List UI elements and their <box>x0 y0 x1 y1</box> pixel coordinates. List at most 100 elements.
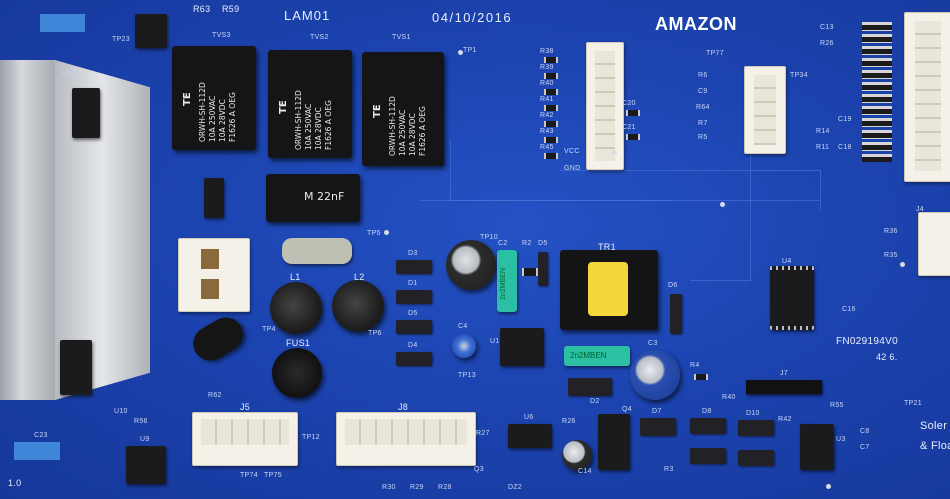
connector-vertical <box>586 42 624 170</box>
label-r62: R62 <box>208 392 222 399</box>
label-u10: U10 <box>114 408 128 415</box>
label-c4: C4 <box>458 323 468 330</box>
board-date-label: 04/10/2016 <box>432 10 513 25</box>
resistor <box>544 105 558 111</box>
relay-rating-1: 10A 250VAC <box>208 95 217 142</box>
label-tp13: TP13 <box>458 372 476 379</box>
label-tp77: TP77 <box>706 50 724 57</box>
label-j7: J7 <box>780 370 788 377</box>
label-r26: R26 <box>820 40 834 47</box>
label-r36: R36 <box>884 228 898 235</box>
connector-pins <box>595 51 615 161</box>
connector-j4 <box>918 212 950 276</box>
label-c13: C13 <box>820 24 834 31</box>
label-r7: R7 <box>698 120 708 127</box>
label-d6: D6 <box>668 282 678 289</box>
transformer-core <box>588 262 628 316</box>
resistor <box>544 57 558 63</box>
label-r40: R40 <box>540 80 554 87</box>
label-c2: C2 <box>498 240 508 247</box>
label-c16: C16 <box>842 306 856 313</box>
label-r14: R14 <box>816 128 830 135</box>
relay-model: ORWH-SH-112D <box>388 96 397 156</box>
label-tr1: TR1 <box>598 242 616 252</box>
label-r41: R41 <box>540 96 554 103</box>
connector-j8 <box>336 412 476 466</box>
power-transistor <box>72 88 100 138</box>
film-capacitor: M 22nF <box>266 174 360 222</box>
label-r40b: R40 <box>722 394 736 401</box>
ic-chip <box>135 14 167 48</box>
capacitor-c14 <box>562 440 592 470</box>
relay-rating-2: 10A 28VDC <box>314 107 323 150</box>
label-r45: R45 <box>540 144 554 151</box>
inductor-l1 <box>270 282 322 334</box>
connector-pin <box>201 279 219 299</box>
label-r42b: R42 <box>778 416 792 423</box>
label-d3: D3 <box>408 250 418 257</box>
label-gnd: GND <box>564 165 581 172</box>
connector-pins <box>915 21 941 171</box>
connector-pin <box>201 249 219 269</box>
label-tp10: TP10 <box>480 234 498 241</box>
label-u1: U1 <box>490 338 500 345</box>
relay-model: ORWH-SH-112D <box>198 82 207 142</box>
transformer <box>560 250 658 330</box>
relay-2: TE ORWH-SH-112D 10A 250VAC 10A 28VDC F16… <box>268 50 352 158</box>
resistor-r4 <box>694 374 708 380</box>
label-r43: R43 <box>540 128 554 135</box>
ic-u1 <box>500 328 544 366</box>
label-tp12: TP12 <box>302 434 320 441</box>
label-q3: Q3 <box>474 466 484 473</box>
test-point <box>384 230 389 235</box>
test-point <box>900 262 905 267</box>
small-code: 42 6. <box>876 352 898 362</box>
label-tp75: TP75 <box>264 472 282 479</box>
connector-j5 <box>192 412 298 466</box>
label-tp74: TP74 <box>240 472 258 479</box>
label-r63: R63 <box>193 4 211 14</box>
test-point <box>458 50 463 55</box>
film-cap-label: M 22nF <box>304 190 345 203</box>
label-j8: J8 <box>398 402 409 412</box>
label-c14: C14 <box>578 468 592 475</box>
relay-rating-1: 10A 250VAC <box>398 109 407 156</box>
label-r64: R64 <box>696 104 710 111</box>
label-q4: Q4 <box>622 406 632 413</box>
label-r6: R6 <box>698 72 708 79</box>
diode <box>690 448 726 464</box>
label-r35: R35 <box>884 252 898 259</box>
label-r59: R59 <box>222 4 240 14</box>
smd-chip <box>204 178 224 218</box>
label-relay-3: TVS1 <box>392 34 411 41</box>
label-dz2: DZ2 <box>508 484 523 491</box>
heatsink <box>0 60 55 400</box>
power-transistor <box>60 340 92 395</box>
diode-d8 <box>690 418 726 434</box>
diode-d1 <box>396 290 432 304</box>
blue-ceramic-cap <box>14 442 60 460</box>
relay-1: TE ORWH-SH-112D 10A 250VAC 10A 28VDC F16… <box>172 46 256 150</box>
label-l1: L1 <box>290 272 301 282</box>
relay-rating-1: 10A 250VAC <box>304 103 313 150</box>
pin-header-j7 <box>746 380 822 394</box>
resistor-r2 <box>522 268 538 276</box>
electrolytic-capacitor <box>446 240 496 290</box>
power-connector <box>178 238 250 312</box>
label-tp6: TP6 <box>368 330 382 337</box>
diode-d5 <box>396 320 432 334</box>
label-c9: C9 <box>698 88 708 95</box>
ceramic-cap-label: 2n2MBEN <box>570 351 607 360</box>
label-c8: C8 <box>860 428 870 435</box>
transistor-q4 <box>598 414 630 470</box>
ic-u4 <box>770 266 814 330</box>
label-c23: C23 <box>34 432 48 439</box>
label-relay-2: TVS2 <box>310 34 329 41</box>
relay-code: F1626 A OEG <box>418 106 427 156</box>
label-r5: R5 <box>698 134 708 141</box>
label-u6: U6 <box>524 414 534 421</box>
brand-label: AMAZON <box>655 14 737 34</box>
test-point <box>720 202 725 207</box>
label-r55: R55 <box>830 402 844 409</box>
